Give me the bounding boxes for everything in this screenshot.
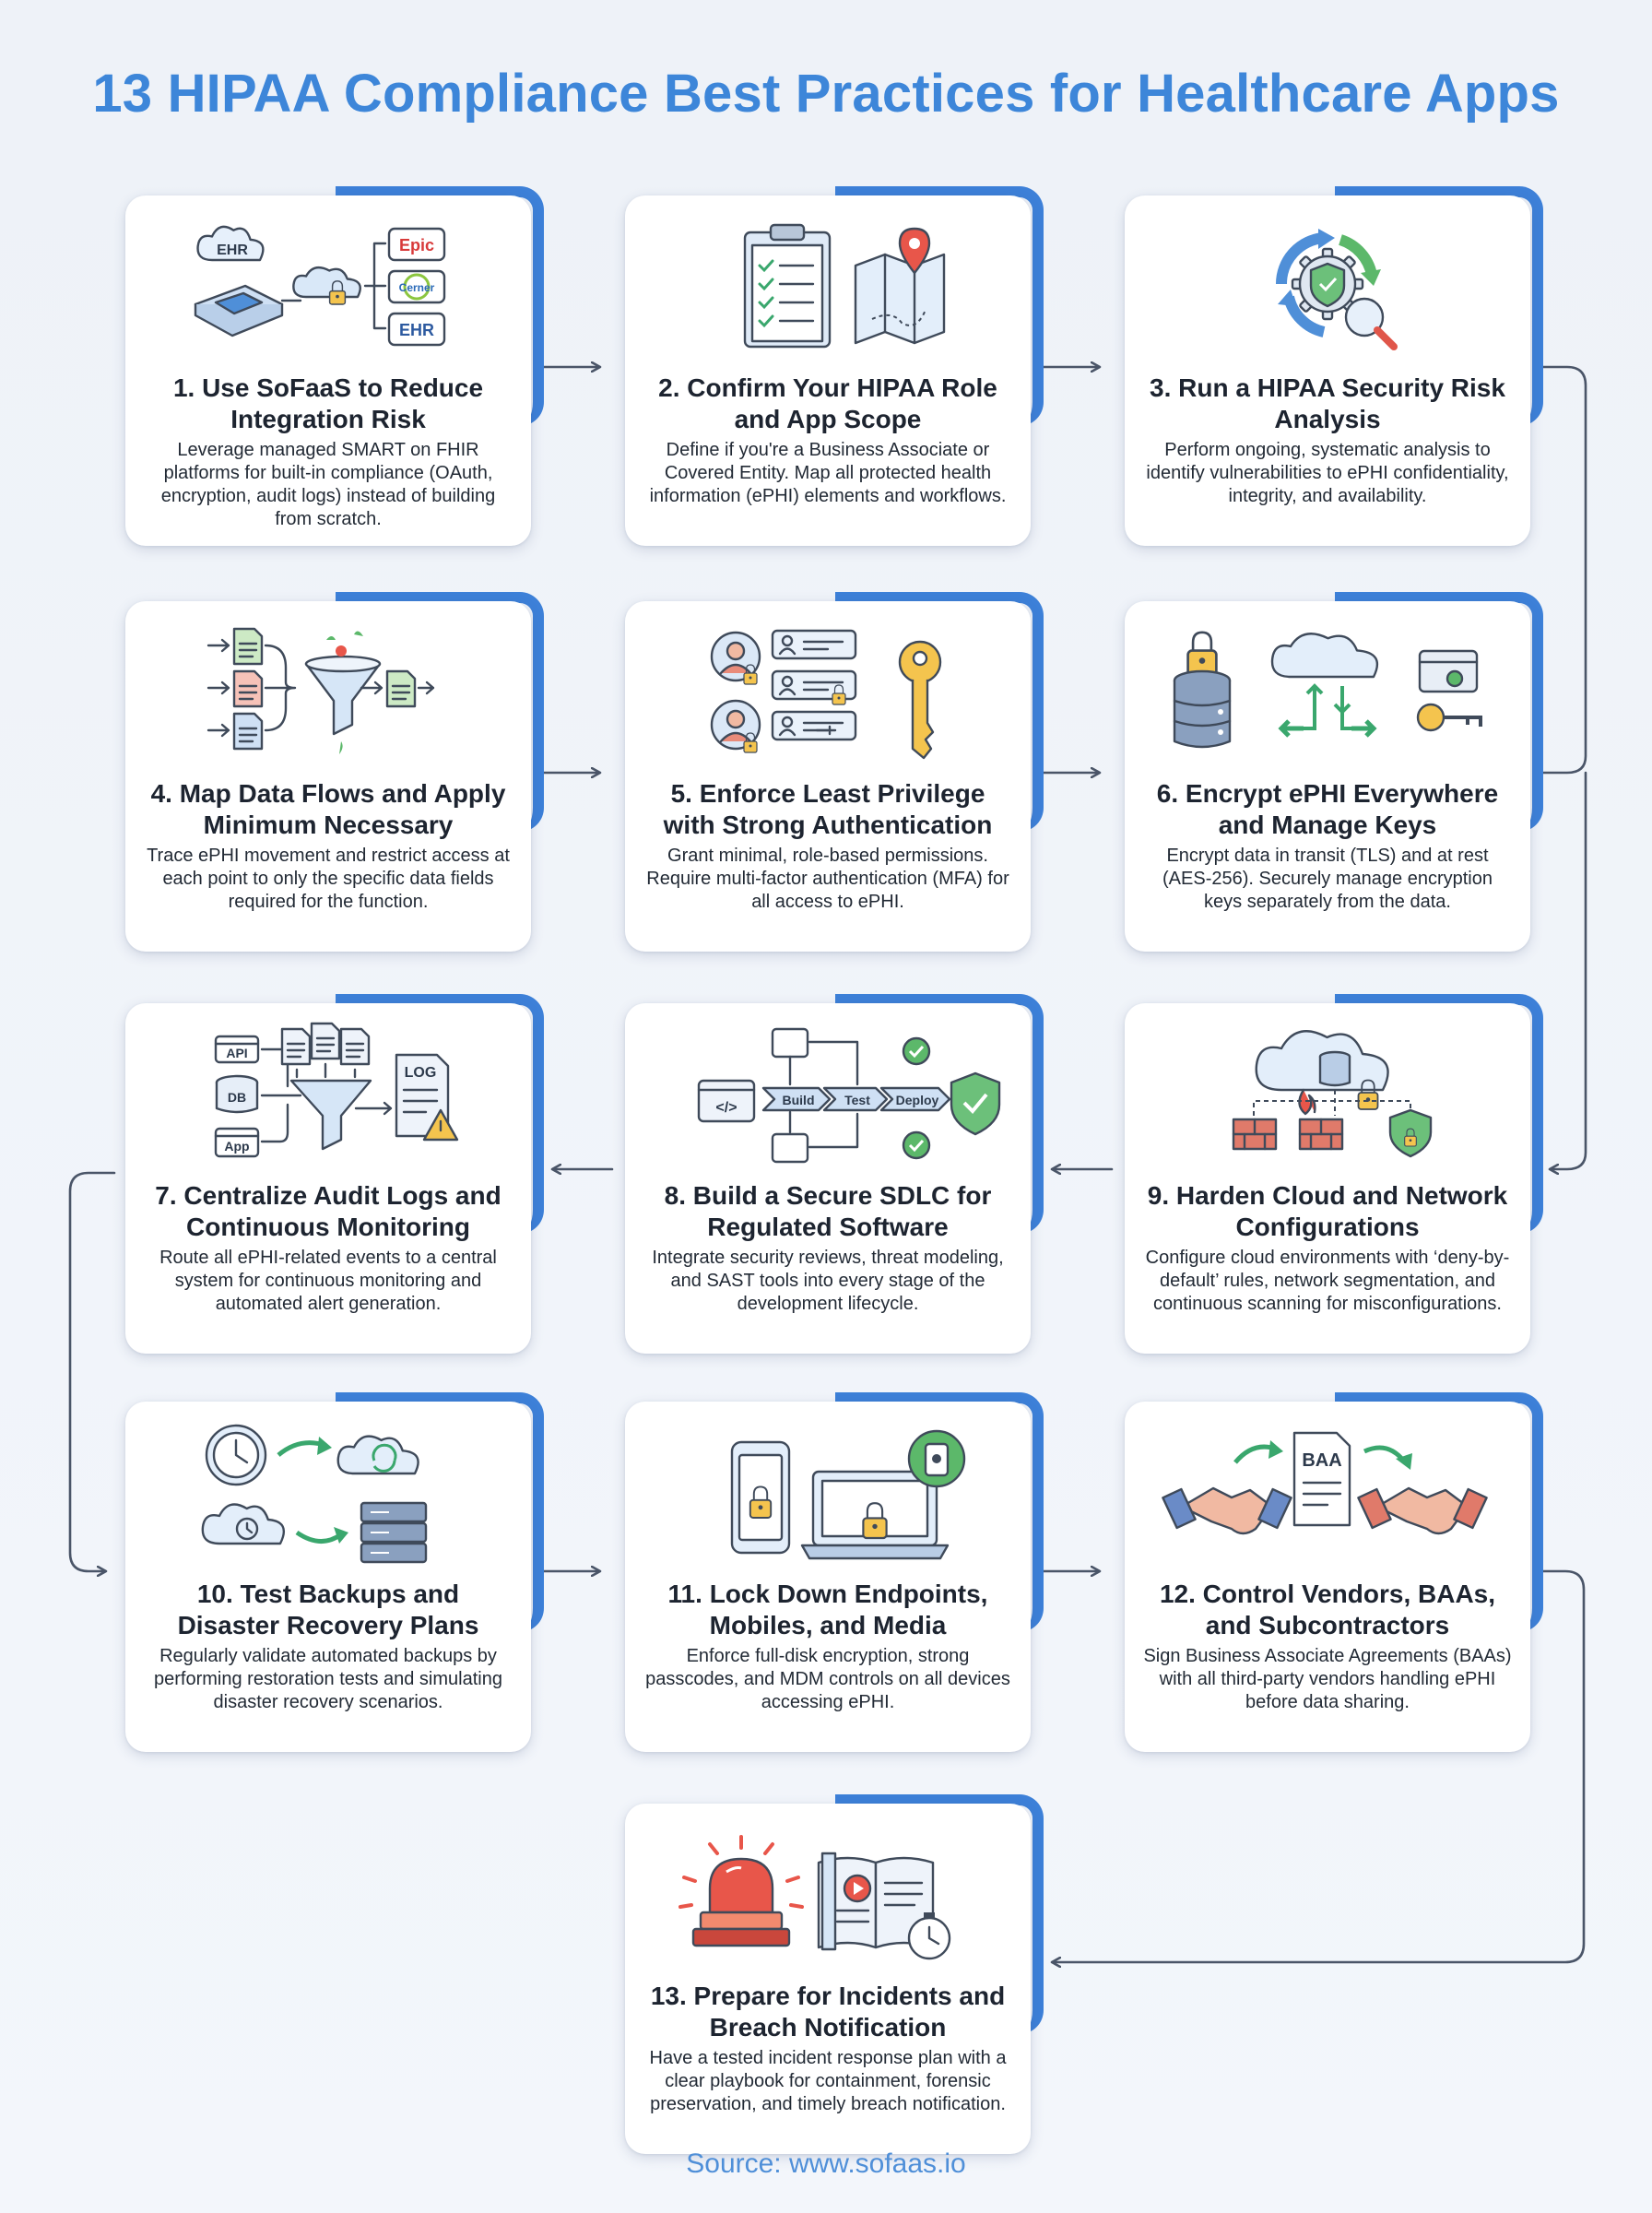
source-credit: Source: www.sofaas.io bbox=[686, 2148, 966, 2179]
cloud-firewall-icon bbox=[1232, 1030, 1433, 1158]
card-description: Route all ePHI-related events to a centr… bbox=[159, 1248, 497, 1314]
card-description: Encrypt data in transit (TLS) and at res… bbox=[1162, 846, 1493, 912]
card-title: 12. Control Vendors, BAAs, and Subcontra… bbox=[1159, 1580, 1496, 1639]
incident-response-icon bbox=[678, 1835, 951, 1960]
card-accent-border bbox=[1335, 186, 1543, 426]
practice-card-8: </> Build Test Deploy 8. Build a Secure … bbox=[625, 1003, 1031, 1354]
practice-card-1: EHR Epic Cerner EHR 1. Use SoFaaS to Red… bbox=[125, 195, 531, 546]
practice-card-7: API DB App LOG 7. Centralize Audit Logs … bbox=[125, 1003, 531, 1354]
encryption-icon bbox=[1173, 631, 1482, 749]
practice-card-12: BAA 12. Control Vendors, BAAs, and Subco… bbox=[1125, 1402, 1530, 1752]
card-accent-border bbox=[1335, 592, 1543, 832]
ehr-integration-icon: EHR Epic Cerner EHR bbox=[194, 225, 446, 347]
card-title: 7. Centralize Audit Logs and Continuous … bbox=[155, 1181, 502, 1241]
card-title: 8. Build a Secure SDLC for Regulated Sof… bbox=[664, 1181, 992, 1241]
sdlc-pipeline-icon: </> Build Test Deploy bbox=[697, 1027, 1001, 1164]
card-title: 1. Use SoFaaS to Reduce Integration Risk bbox=[172, 373, 484, 433]
db-label: DB bbox=[228, 1090, 246, 1105]
card-title: 6. Encrypt ePHI Everywhere and Manage Ke… bbox=[1156, 779, 1499, 839]
arrow-3-6 bbox=[1538, 365, 1587, 775]
practice-card-11: 11. Lock Down Endpoints, Mobiles, and Me… bbox=[625, 1402, 1031, 1752]
practice-card-13: 13. Prepare for Incidents and Breach Not… bbox=[625, 1804, 1031, 2154]
risk-analysis-icon bbox=[1275, 229, 1398, 350]
card-title: 10. Test Backups and Disaster Recovery P… bbox=[177, 1580, 479, 1639]
card-accent-border bbox=[336, 186, 544, 426]
baa-document-label: BAA bbox=[1302, 1450, 1341, 1471]
card-accent-border bbox=[835, 994, 1044, 1234]
card-accent-border bbox=[835, 1392, 1044, 1632]
practice-card-6: 6. Encrypt ePHI Everywhere and Manage Ke… bbox=[1125, 601, 1530, 952]
code-window-label: </> bbox=[715, 1100, 737, 1116]
practice-card-4: 4. Map Data Flows and Apply Minimum Nece… bbox=[125, 601, 531, 952]
access-key-icon bbox=[710, 629, 942, 760]
card-accent-border bbox=[835, 1794, 1044, 2034]
card-accent-border bbox=[336, 592, 544, 832]
epic-label: Epic bbox=[399, 236, 434, 254]
card-title: 11. Lock Down Endpoints, Mobiles, and Me… bbox=[667, 1580, 988, 1639]
api-label: API bbox=[226, 1046, 247, 1060]
card-accent-border bbox=[835, 592, 1044, 832]
card-title: 2. Confirm Your HIPAA Role and App Scope bbox=[658, 373, 997, 433]
card-description: Integrate security reviews, threat model… bbox=[652, 1248, 1004, 1314]
ehr-label: EHR bbox=[399, 321, 434, 339]
card-description: Sign Business Associate Agreements (BAAs… bbox=[1143, 1646, 1512, 1712]
card-description: Configure cloud environments with ‘deny-… bbox=[1145, 1248, 1510, 1314]
build-stage-label: Build bbox=[783, 1093, 815, 1107]
card-description: Grant minimal, role-based permissions. R… bbox=[646, 846, 1009, 912]
card-description: Have a tested incident response plan wit… bbox=[649, 2048, 1007, 2114]
deploy-stage-label: Deploy bbox=[896, 1093, 939, 1107]
checklist-map-icon bbox=[743, 223, 946, 349]
log-label: LOG bbox=[405, 1065, 437, 1081]
backup-recovery-icon bbox=[201, 1424, 428, 1564]
practice-card-9: 9. Harden Cloud and Network Configuratio… bbox=[1125, 1003, 1530, 1354]
card-description: Leverage managed SMART on FHIR platforms… bbox=[160, 440, 496, 529]
card-description: Perform ongoing, systematic analysis to … bbox=[1146, 440, 1509, 506]
card-title: 9. Harden Cloud and Network Configuratio… bbox=[1147, 1181, 1508, 1241]
card-accent-border bbox=[336, 1392, 544, 1632]
practice-card-2: 2. Confirm Your HIPAA Role and App Scope… bbox=[625, 195, 1031, 546]
cerner-label: Cerner bbox=[399, 281, 435, 294]
audit-log-icon: API DB App LOG bbox=[214, 1022, 459, 1158]
data-funnel-icon bbox=[206, 627, 435, 754]
card-title: 3. Run a HIPAA Security Risk Analysis bbox=[1150, 373, 1505, 433]
endpoint-lock-icon bbox=[730, 1429, 966, 1560]
card-description: Define if you're a Business Associate or… bbox=[649, 440, 1007, 506]
card-description: Trace ePHI movement and restrict access … bbox=[147, 846, 510, 912]
card-title: 4. Map Data Flows and Apply Minimum Nece… bbox=[150, 779, 506, 839]
card-description: Enforce full-disk encryption, strong pas… bbox=[645, 1646, 1010, 1712]
card-description: Regularly validate automated backups by … bbox=[154, 1646, 502, 1712]
card-accent-border bbox=[1335, 1392, 1543, 1632]
arrow-6-7 bbox=[1551, 771, 1587, 1169]
arrow-9-10 bbox=[68, 1171, 116, 1571]
card-accent-border bbox=[336, 994, 544, 1234]
app-label: App bbox=[224, 1139, 249, 1154]
ehr-cloud-label: EHR bbox=[217, 243, 248, 258]
practice-card-5: 5. Enforce Least Privilege with Strong A… bbox=[625, 601, 1031, 952]
card-title: 5. Enforce Least Privilege with Strong A… bbox=[663, 779, 993, 839]
card-accent-border bbox=[1335, 994, 1543, 1234]
vendor-baa-icon: BAA bbox=[1162, 1431, 1488, 1535]
card-accent-border bbox=[835, 186, 1044, 426]
test-stage-label: Test bbox=[844, 1093, 870, 1107]
practice-card-10: 10. Test Backups and Disaster Recovery P… bbox=[125, 1402, 531, 1752]
page-title: 13 HIPAA Compliance Best Practices for H… bbox=[92, 64, 1560, 124]
card-title: 13. Prepare for Incidents and Breach Not… bbox=[650, 1982, 1006, 2041]
practice-card-3: 3. Run a HIPAA Security Risk Analysis Pe… bbox=[1125, 195, 1530, 546]
arrow-12-13 bbox=[1053, 1569, 1586, 1962]
